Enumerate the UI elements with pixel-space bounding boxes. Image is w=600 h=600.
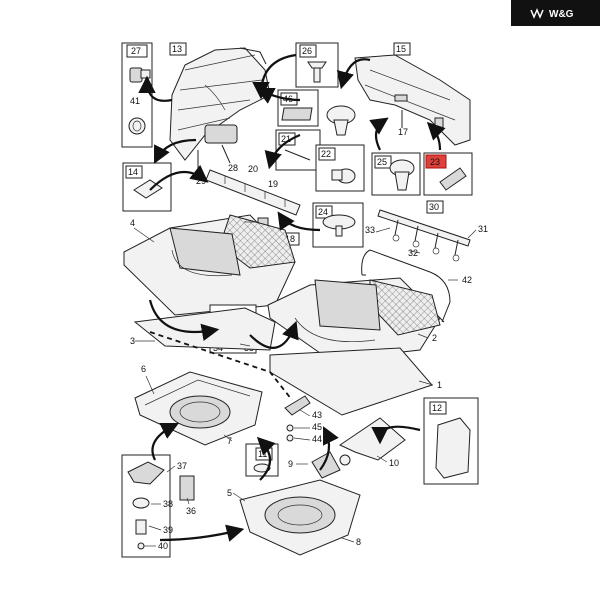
callout-box-24: 24 xyxy=(312,202,364,248)
callout-42: 42 xyxy=(462,275,472,285)
callout-10: 10 xyxy=(389,458,399,468)
callout-22: 22 xyxy=(321,149,331,159)
clip-part xyxy=(326,105,356,136)
part-6-wheel-tray xyxy=(134,371,263,446)
callout-37: 37 xyxy=(177,461,187,471)
callout-39: 39 xyxy=(163,525,173,535)
callout-box-22: 22 xyxy=(315,144,365,192)
brand-logo-icon xyxy=(530,8,544,19)
callout-30: 30 xyxy=(429,202,439,212)
callout-5: 5 xyxy=(227,488,232,498)
brand-background xyxy=(511,0,600,26)
callout-6: 6 xyxy=(141,364,146,374)
callout-33: 33 xyxy=(365,225,375,235)
callout-45: 45 xyxy=(312,422,322,432)
part-13-side-panel: 13 xyxy=(169,42,271,161)
part-5-spare-wheel-well xyxy=(239,479,361,556)
part-31-hook-rail xyxy=(377,209,471,262)
callout-8: 8 xyxy=(356,537,361,547)
part-4-cargo-floor xyxy=(123,214,296,316)
callout-15: 15 xyxy=(396,44,406,54)
callout-41: 41 xyxy=(130,96,140,106)
part-20-sill-strip xyxy=(205,169,301,216)
callout-38: 38 xyxy=(163,499,173,509)
callout-23-highlight xyxy=(425,154,447,169)
callout-1: 1 xyxy=(437,380,442,390)
callout-3: 3 xyxy=(130,336,135,346)
part-9-jack xyxy=(311,451,351,479)
callout-31: 31 xyxy=(478,224,488,234)
callout-14: 14 xyxy=(128,167,138,177)
callout-28: 28 xyxy=(228,163,238,173)
callout-40: 40 xyxy=(158,541,168,551)
callout-18: 18 xyxy=(285,234,295,244)
brand-badge: W&G xyxy=(511,0,600,26)
callout-11: 11 xyxy=(258,449,267,459)
leader-lines xyxy=(133,221,477,547)
callout-32: 32 xyxy=(408,248,418,258)
callout-25: 25 xyxy=(377,157,387,167)
routing-line xyxy=(149,331,293,401)
callout-26: 26 xyxy=(302,46,312,56)
part-43-strap xyxy=(284,395,311,442)
part-2-cargo-floor xyxy=(267,277,441,361)
callout-21: 21 xyxy=(281,134,291,144)
callout-2: 2 xyxy=(432,333,437,343)
callout-box-23: 23 xyxy=(423,152,473,196)
callout-36: 36 xyxy=(186,506,196,516)
part-10-bracket xyxy=(338,417,406,461)
callout-4: 4 xyxy=(130,218,135,228)
callout-box-21: 21 xyxy=(275,129,321,171)
callout-box-11: 11 xyxy=(245,443,279,477)
callout-43: 43 xyxy=(312,410,322,420)
part-1-floor-mat xyxy=(269,347,433,416)
callout-12: 12 xyxy=(432,403,442,413)
callout-box-27-41: 27 41 xyxy=(121,42,153,148)
callout-19: 19 xyxy=(268,179,278,189)
callout-box-46: 46 xyxy=(277,89,319,127)
callout-27: 27 xyxy=(131,46,141,56)
callout-box-14: 14 xyxy=(122,162,172,212)
callout-44: 44 xyxy=(312,434,322,444)
callout-13: 13 xyxy=(172,44,182,54)
callout-7: 7 xyxy=(227,436,232,446)
callout-box-26: 26 xyxy=(295,42,339,88)
brand-label: W&G xyxy=(549,9,574,20)
assembly-arrows xyxy=(138,53,446,542)
callout-20: 20 xyxy=(248,164,258,174)
part-42-net-frame xyxy=(361,249,451,323)
part-15-trim-panel: 15 xyxy=(354,42,471,146)
callout-23: 23 xyxy=(430,157,440,167)
callout-box-25: 25 xyxy=(371,152,421,196)
callout-box-12: 12 xyxy=(423,397,479,485)
callout-9: 9 xyxy=(288,459,293,469)
callout-24: 24 xyxy=(318,207,328,217)
callout-17: 17 xyxy=(398,127,408,137)
